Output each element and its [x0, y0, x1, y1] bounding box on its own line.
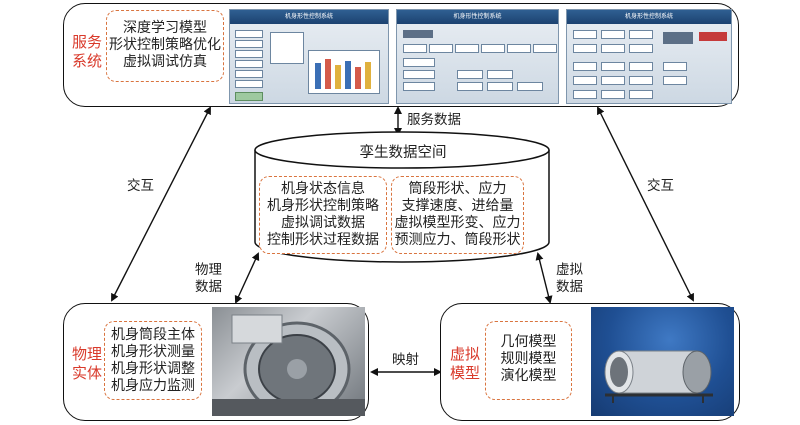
physical-data-label-line1: 物理: [195, 262, 222, 278]
physical-entity-label: 物理 实体: [70, 345, 104, 383]
physical-item-body: 机身筒段主体: [111, 327, 195, 343]
screen1-title: 机身形性控制系统: [284, 13, 333, 20]
virtual-data-label: 虚拟 数据: [556, 262, 583, 296]
physical-entity-items: 机身筒段主体 机身形状测量 机身形状调整 机身应力监测: [104, 321, 202, 400]
service-item-deep-learning: 深度学习模型: [123, 20, 207, 36]
physical-item-adjust: 机身形状调整: [111, 361, 195, 377]
service-data-label: 服务数据: [407, 112, 461, 128]
twin-data-right-items: 筒段形状、应力 支撑速度、进给量 虚拟模型形变、应力 预测应力、筒段形状: [391, 176, 524, 254]
screen2-titlebar: 机身形性控制系统: [397, 10, 558, 24]
virtual-item-evolution: 演化模型: [500, 368, 557, 384]
virtual-model-render: [591, 307, 734, 416]
twin-left-item-2: 机身形状控制策略: [267, 198, 379, 214]
service-item-shape-control: 形状控制策略优化: [109, 37, 221, 53]
twin-right-item-4: 预测应力、筒段形状: [394, 232, 521, 248]
screen1-bar-chart: [308, 50, 380, 94]
service-screenshot-1: 机身形性控制系统: [229, 9, 389, 104]
physical-entity-label-line1: 物理: [71, 345, 102, 363]
virtual-item-rules: 规则模型: [500, 351, 557, 367]
interact-right-label: 交互: [647, 178, 674, 194]
virtual-item-geometry: 几何模型: [500, 334, 557, 350]
twin-data-title: 孪生数据空间: [359, 145, 447, 161]
service-item-virtual-sim: 虚拟调试仿真: [123, 54, 207, 70]
service-system-label: 服务 系统: [70, 33, 104, 71]
virtual-data-arrow: [535, 252, 553, 304]
physical-entity-label-line2: 实体: [71, 364, 102, 382]
service-system-label-line1: 服务: [71, 33, 102, 51]
screen1-titlebar: 机身形性控制系统: [230, 10, 388, 24]
physical-item-measure: 机身形状测量: [111, 344, 195, 360]
virtual-data-label-line1: 虚拟: [556, 262, 583, 278]
virtual-model-label-line1: 虚拟: [449, 345, 480, 363]
twin-left-item-3: 虚拟调试数据: [281, 215, 365, 231]
virtual-data-label-line2: 数据: [556, 279, 583, 295]
mapping-label: 映射: [392, 352, 419, 368]
interact-right-arrow: [597, 106, 694, 302]
screen2-title: 机身形性控制系统: [453, 13, 502, 20]
screen3-title: 机身形性控制系统: [624, 13, 673, 20]
virtual-model-label: 虚拟 模型: [448, 345, 482, 383]
service-screenshot-3: 机身形性控制系统: [566, 9, 732, 104]
service-screenshot-2: 机身形性控制系统: [396, 9, 559, 104]
physical-data-label-line2: 数据: [195, 279, 222, 295]
virtual-model-label-line2: 模型: [449, 364, 480, 382]
twin-right-item-1: 筒段形状、应力: [408, 181, 507, 197]
service-system-label-line2: 系统: [71, 52, 102, 70]
physical-data-label: 物理 数据: [195, 262, 222, 296]
physical-photo: [212, 307, 365, 416]
interact-left-label: 交互: [127, 178, 154, 194]
physical-data-arrow: [234, 252, 260, 304]
twin-right-item-3: 虚拟模型形变、应力: [394, 215, 521, 231]
service-system-items: 深度学习模型 形状控制策略优化 虚拟调试仿真: [106, 10, 224, 82]
twin-left-item-4: 控制形状过程数据: [267, 232, 379, 248]
physical-item-stress: 机身应力监测: [111, 378, 195, 394]
virtual-model-items: 几何模型 规则模型 演化模型: [485, 321, 572, 400]
interact-left-arrow: [111, 106, 211, 302]
screen3-titlebar: 机身形性控制系统: [567, 10, 731, 24]
twin-data-left-items: 机身状态信息 机身形状控制策略 虚拟调试数据 控制形状过程数据: [259, 176, 387, 254]
twin-left-item-1: 机身状态信息: [281, 181, 365, 197]
twin-right-item-2: 支撑速度、进给量: [401, 198, 514, 214]
